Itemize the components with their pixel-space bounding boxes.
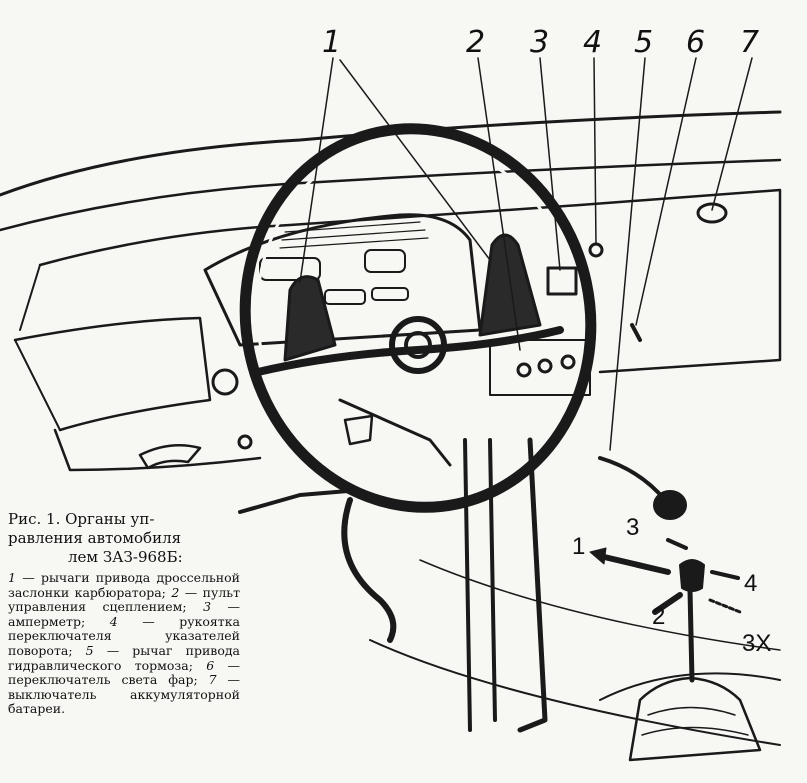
instrument-window-3 xyxy=(324,289,366,305)
clutch-control-panel xyxy=(489,339,591,396)
shift-arrow-3x xyxy=(708,598,742,614)
leader-1b xyxy=(339,59,491,261)
shift-arrow-3 xyxy=(666,538,688,550)
door-handle xyxy=(138,443,202,470)
dashboard-shelf xyxy=(38,188,782,374)
leader-5 xyxy=(609,57,646,451)
callout-7: 7 xyxy=(740,25,760,60)
tunnel xyxy=(599,672,781,701)
callout-5: 5 xyxy=(634,25,654,60)
shift-arrow-1 xyxy=(597,553,671,575)
legend-num-7: 7 xyxy=(208,672,217,688)
dashboard-lower-edge xyxy=(13,316,212,432)
ammeter xyxy=(546,266,578,296)
leader-6 xyxy=(635,57,697,326)
pedal-lever-left xyxy=(341,497,397,643)
pedal-lever-right xyxy=(517,437,548,733)
legend-num-2: 2 xyxy=(171,584,180,600)
legend-text-6: — переключатель света фар; xyxy=(8,657,240,688)
callout-1: 1 xyxy=(322,25,342,60)
clutch-knob-1 xyxy=(516,362,532,378)
steering-column xyxy=(338,398,452,467)
legend-num-1: 1 xyxy=(8,570,16,585)
callout-6: 6 xyxy=(686,25,706,60)
gear-lever-boot xyxy=(628,676,762,762)
clutch-knob-3 xyxy=(560,354,576,370)
ignition-switch xyxy=(343,414,374,446)
throttle-lever-left xyxy=(283,275,337,362)
leader-2 xyxy=(477,57,521,351)
gear-label-4: 4 xyxy=(744,570,758,597)
figure-caption: Рис. 1. Органы уп- равления автомобиля л… xyxy=(8,510,240,717)
floor-line-2 xyxy=(419,559,781,651)
legend-num-4: 4 xyxy=(109,613,118,629)
callout-3: 3 xyxy=(530,25,550,60)
leader-4 xyxy=(593,57,597,246)
caption-title: Рис. 1. Органы уп- равления автомобиля л… xyxy=(8,510,240,567)
legend-text-5: — рычаг привода гидравлического тормоза; xyxy=(8,642,241,673)
dash-knob-left xyxy=(211,368,239,396)
caption-title-line1: Рис. 1. Органы уп- xyxy=(8,510,155,528)
callout-4: 4 xyxy=(583,25,603,60)
leader-1a xyxy=(299,57,334,283)
brake-rod xyxy=(598,456,667,502)
gear-label-3x: 3X xyxy=(742,630,772,657)
caption-legend: 1 — рычаги привода дроссельной заслонки … xyxy=(8,570,241,717)
horn-button xyxy=(404,331,432,359)
instrument-window-2 xyxy=(364,249,406,273)
dashboard-left-block xyxy=(14,264,61,431)
legend-text-7: — выключатель аккумуляторной батареи. xyxy=(8,672,240,717)
caption-title-line2: равления автомобиля xyxy=(8,529,182,547)
leader-3 xyxy=(539,57,561,271)
dashboard-top-edge xyxy=(0,110,782,197)
dashboard-upper-panel xyxy=(0,158,782,232)
steering-wheel-hub xyxy=(389,316,447,374)
legend-text-2: — пульт управления сцеплением; xyxy=(8,584,240,615)
instrument-window-4 xyxy=(371,287,409,301)
dash-knob-small xyxy=(237,434,253,450)
leader-7 xyxy=(711,57,753,211)
brake-knob xyxy=(653,490,687,520)
legend-text-1: — рычаги привода дроссельной заслонки ка… xyxy=(8,570,240,600)
floor-line-1 xyxy=(369,639,781,746)
dashboard-front-panel xyxy=(53,428,262,472)
legend-text-3: — амперметр; xyxy=(8,599,240,629)
legend-num-6: 6 xyxy=(206,657,215,673)
gear-label-2: 2 xyxy=(652,603,666,630)
gear-lever-shaft xyxy=(687,587,695,683)
shift-arrow-4 xyxy=(710,570,740,580)
caption-title-line3: лем ЗАЗ-968Б: xyxy=(68,548,183,566)
gear-lever-boot-folds xyxy=(641,706,749,736)
instrument-window-1 xyxy=(259,257,321,281)
headlight-switch xyxy=(630,323,642,342)
gear-knob xyxy=(679,559,705,592)
shift-arrow-1-head xyxy=(589,547,607,565)
legend-num-3: 3 xyxy=(203,599,212,615)
clutch-knob-2 xyxy=(537,358,553,374)
throttle-rod xyxy=(238,488,362,514)
cluster-hatching xyxy=(279,221,429,249)
callout-2: 2 xyxy=(466,25,486,60)
legend-num-5: 5 xyxy=(85,642,94,658)
gear-label-3: 3 xyxy=(626,514,640,541)
gear-label-1: 1 xyxy=(572,533,586,560)
steering-wheel-rim xyxy=(239,123,597,513)
legend-text-4: — рукоятка переключателя указателей пово… xyxy=(8,613,240,658)
battery-switch xyxy=(696,202,728,224)
turn-signal-knob xyxy=(588,242,604,258)
steering-wheel-spoke xyxy=(254,326,564,376)
pedal-lever-center xyxy=(463,438,497,732)
shift-arrow-2 xyxy=(652,592,683,615)
